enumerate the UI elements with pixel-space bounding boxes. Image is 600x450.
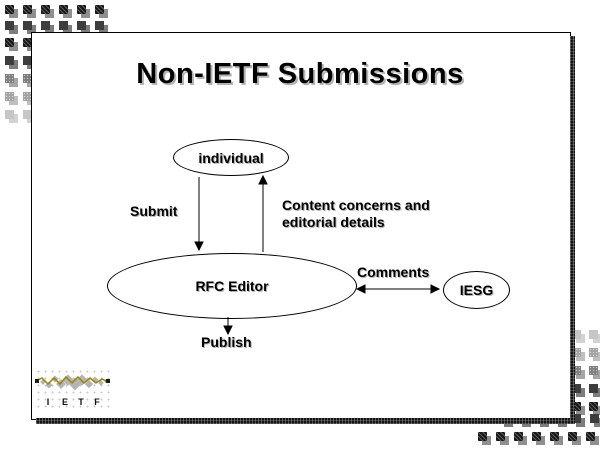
- decor-square-front: [95, 21, 104, 30]
- decor-square-front: [572, 366, 581, 375]
- edge-label-comments: Comments: [357, 264, 430, 280]
- node-individual-label: individual: [198, 149, 264, 166]
- decor-square-front: [5, 92, 14, 101]
- decor-square-front: [23, 92, 32, 101]
- decor-square-front: [23, 56, 32, 65]
- decor-square-front: [5, 21, 14, 30]
- logo-letter-e: E: [62, 397, 68, 407]
- node-iesg: IESG: [443, 271, 510, 309]
- decor-square-front: [572, 348, 581, 357]
- edge-label-publish: Publish: [201, 334, 252, 350]
- decor-square-front: [496, 432, 505, 441]
- decor-square-front: [589, 384, 598, 393]
- decor-square-front: [5, 5, 14, 14]
- decor-square-front: [41, 5, 50, 14]
- decor-square-front: [589, 348, 598, 357]
- node-rfc-editor-label: RFC Editor: [195, 278, 269, 294]
- decor-square-front: [589, 366, 598, 375]
- page-title: Non-IETF Submissions: [136, 58, 464, 90]
- slide-shadow-bottom: [36, 418, 575, 424]
- decor-square-front: [41, 21, 50, 30]
- decor-square-front: [572, 402, 581, 411]
- ietf-logo: I E T F: [35, 368, 111, 408]
- decor-square-front: [532, 432, 541, 441]
- decor-square-front: [572, 330, 581, 339]
- logo-end-square-left: [35, 379, 39, 383]
- decor-square-front: [590, 414, 599, 423]
- decor-square-front: [5, 110, 14, 119]
- logo-letter-f: F: [94, 397, 100, 407]
- decor-square-front: [568, 432, 577, 441]
- logo-end-square-right: [106, 379, 110, 383]
- node-rfc-editor: RFC Editor: [107, 253, 357, 319]
- slide-shadow-right: [570, 36, 575, 424]
- decor-square-front: [59, 21, 68, 30]
- edge-label-content-concerns: Content concerns and editorial details: [282, 197, 430, 230]
- decor-square-front: [5, 38, 14, 47]
- decor-square-front: [23, 110, 32, 119]
- decor-square-front: [5, 56, 14, 65]
- decor-square-front: [5, 74, 14, 83]
- node-iesg-label: IESG: [459, 282, 494, 298]
- decor-square-front: [572, 384, 581, 393]
- decor-square-front: [59, 5, 68, 14]
- decor-square-front: [23, 38, 32, 47]
- decor-square-front: [572, 414, 581, 423]
- ietf-logo-graphic: I E T F: [35, 374, 110, 407]
- decor-square-front: [23, 21, 32, 30]
- node-individual: individual: [173, 139, 289, 176]
- decor-square-front: [586, 432, 595, 441]
- decor-square-front: [550, 432, 559, 441]
- decor-square-front: [514, 432, 523, 441]
- decor-square-front: [77, 5, 86, 14]
- slide-body: [31, 32, 571, 420]
- decor-square-front: [23, 74, 32, 83]
- logo-letter-t: T: [78, 397, 84, 407]
- logo-letters: I E T F: [47, 397, 101, 407]
- decor-square-front: [478, 432, 487, 441]
- decor-square-front: [23, 5, 32, 14]
- decor-square-front: [77, 21, 86, 30]
- decor-square-front: [95, 5, 104, 14]
- decor-square-front: [589, 402, 598, 411]
- edge-label-submit: Submit: [130, 203, 178, 219]
- logo-letter-i: I: [47, 397, 50, 407]
- decor-square-front: [589, 330, 598, 339]
- logo-zigzag-line: [35, 375, 109, 386]
